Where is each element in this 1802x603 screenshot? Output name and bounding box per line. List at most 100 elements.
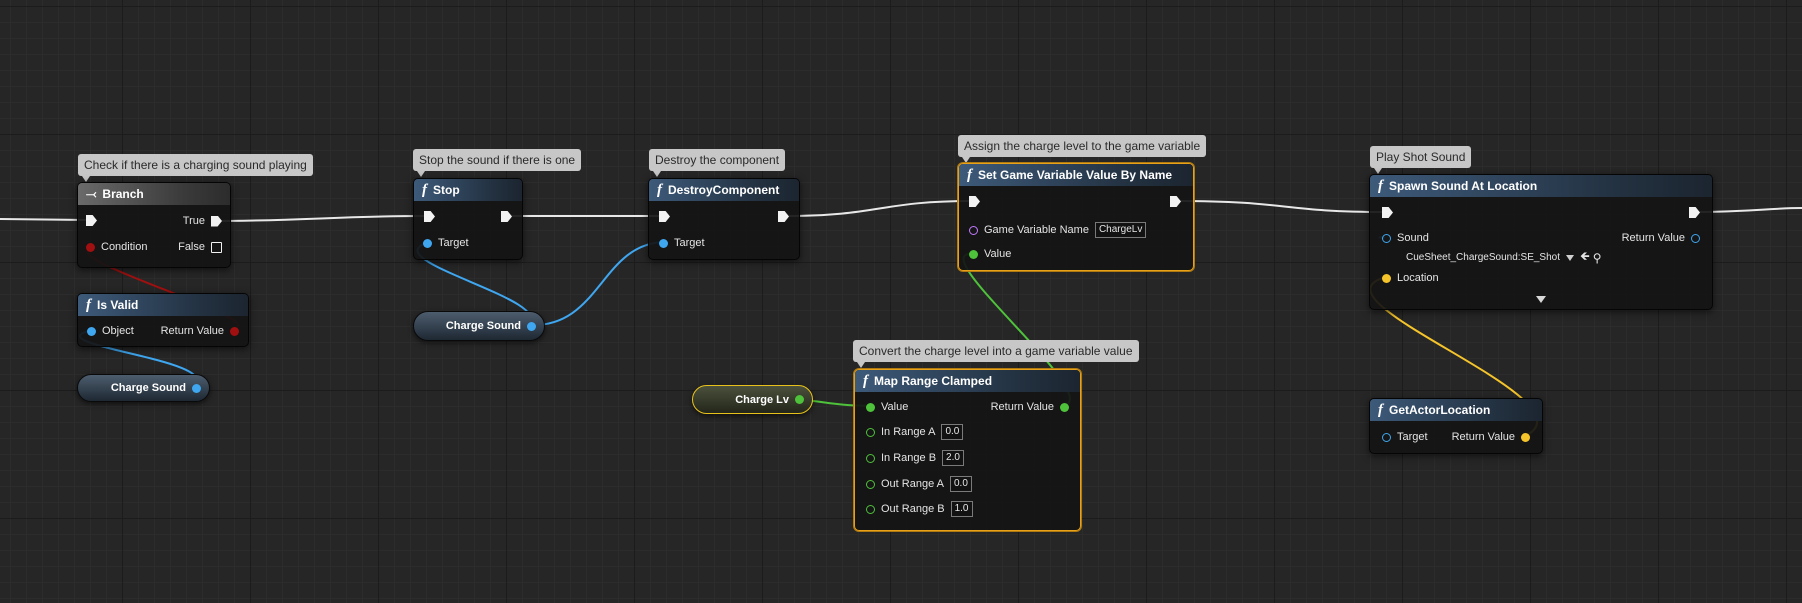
float-pin-icon: [866, 453, 875, 463]
map-in-b-input[interactable]: 2.0: [942, 450, 964, 466]
stop-exec-in-pin[interactable]: [424, 211, 435, 222]
spawn-sound-asset-picker[interactable]: CueSheet_ChargeSound:SE_Shot 🡸 ⚲: [1406, 247, 1602, 268]
browse-search-icon[interactable]: ⚲: [1592, 250, 1602, 265]
stop-target-pin[interactable]: Target: [423, 237, 469, 249]
vector-pin-icon: [1382, 273, 1391, 283]
destroy-target-pin[interactable]: Target: [659, 237, 705, 249]
use-selected-arrow-icon[interactable]: 🡸: [1580, 249, 1590, 263]
stop-node[interactable]: f Stop Target: [413, 178, 523, 260]
spawn-exec-out-pin[interactable]: [1689, 207, 1700, 218]
exec-pin-icon: [424, 211, 435, 222]
dropdown-arrow-icon[interactable]: [1566, 254, 1575, 261]
destroy-component-node[interactable]: f DestroyComponent Target: [648, 178, 800, 260]
map-value-pin[interactable]: Value: [866, 401, 908, 413]
destroy-exec-in-pin[interactable]: [659, 211, 670, 222]
map-out-b-input[interactable]: 1.0: [950, 501, 973, 517]
map-return-pin[interactable]: Return Value: [991, 401, 1069, 413]
getloc-target-pin[interactable]: Target: [1382, 431, 1428, 443]
branch-icon: ⤙: [86, 186, 97, 201]
charge-lv-variable-label: Charge Lv: [735, 393, 789, 406]
branch-exec-in-pin[interactable]: [86, 215, 97, 226]
set-game-variable-node[interactable]: f Set Game Variable Value By Name Game V…: [958, 163, 1194, 271]
destroy-node-header[interactable]: f DestroyComponent: [649, 179, 799, 201]
setvar-name-label: Game Variable Name: [984, 224, 1089, 236]
float-pin-icon: [866, 427, 875, 437]
spawn-exec-in-pin[interactable]: [1382, 207, 1393, 218]
isvalid-node-header[interactable]: f Is Valid: [78, 294, 248, 316]
map-in-b-pin[interactable]: In Range B 2.0: [866, 450, 964, 466]
setvar-name-input[interactable]: ChargeLv: [1094, 222, 1147, 238]
exec-pin-icon: [501, 211, 512, 222]
object-pin-icon[interactable]: [527, 321, 536, 331]
stop-node-title: Stop: [433, 183, 460, 197]
comment-map[interactable]: Convert the charge level into a game var…: [853, 340, 1139, 368]
spawn-location-pin[interactable]: Location: [1382, 272, 1439, 284]
map-node-header[interactable]: f Map Range Clamped: [855, 370, 1080, 392]
charge-lv-variable[interactable]: Charge Lv: [692, 385, 813, 414]
function-icon: f: [863, 372, 868, 389]
float-pin-icon: [866, 479, 875, 489]
comment-stop[interactable]: Stop the sound if there is one: [413, 149, 582, 177]
spawn-sound-pin[interactable]: Sound: [1382, 232, 1429, 244]
branch-node-header[interactable]: ⤙ Branch: [78, 183, 230, 205]
exec-pin-icon: [778, 211, 789, 222]
spawn-sound-asset-value: CueSheet_ChargeSound:SE_Shot: [1406, 252, 1561, 263]
destroy-target-label: Target: [674, 237, 705, 249]
branch-false-pin[interactable]: False: [178, 241, 222, 253]
branch-true-pin[interactable]: True: [183, 215, 222, 227]
branch-node[interactable]: ⤙ Branch Condition True False: [77, 182, 231, 268]
get-actor-location-node[interactable]: f GetActorLocation Target Return Value: [1369, 398, 1543, 454]
destroy-exec-out-pin[interactable]: [778, 211, 789, 222]
charge-sound-variable-1[interactable]: Charge Sound: [77, 374, 210, 402]
getloc-return-pin[interactable]: Return Value: [1452, 431, 1530, 443]
isvalid-return-label: Return Value: [160, 325, 224, 337]
setvar-name-pin[interactable]: Game Variable Name ChargeLv: [969, 222, 1147, 238]
comment-branch[interactable]: Check if there is a charging sound playi…: [78, 154, 313, 182]
spawn-return-label: Return Value: [1621, 232, 1685, 244]
exec-pin-icon: [211, 241, 222, 253]
function-icon: f: [1378, 177, 1383, 194]
map-range-clamped-node[interactable]: f Map Range Clamped Value Return Value I…: [854, 369, 1081, 531]
charge-sound-variable-2[interactable]: Charge Sound: [413, 311, 545, 341]
spawn-return-pin[interactable]: Return Value: [1622, 232, 1700, 244]
map-return-label: Return Value: [990, 401, 1054, 413]
stop-node-header[interactable]: f Stop: [414, 179, 522, 201]
setvar-value-pin[interactable]: Value: [969, 248, 1011, 260]
map-out-b-pin[interactable]: Out Range B 1.0: [866, 501, 973, 517]
map-node-title: Map Range Clamped: [874, 374, 993, 388]
object-pin-icon[interactable]: [192, 383, 201, 393]
getloc-node-header[interactable]: f GetActorLocation: [1370, 399, 1542, 421]
isvalid-node[interactable]: f Is Valid Object Return Value: [77, 293, 249, 347]
charge-sound-variable-label: Charge Sound: [110, 382, 186, 394]
float-pin-icon[interactable]: [795, 395, 804, 404]
comment-destroy[interactable]: Destroy the component: [649, 149, 786, 177]
object-pin-icon: [1382, 432, 1391, 442]
spawn-node-header[interactable]: f Spawn Sound At Location: [1370, 175, 1712, 197]
setvar-exec-out-pin[interactable]: [1170, 196, 1181, 207]
branch-condition-pin[interactable]: Condition: [86, 241, 147, 253]
map-in-b-label: In Range B: [881, 452, 937, 464]
branch-false-label: False: [178, 241, 205, 253]
map-out-a-input[interactable]: 0.0: [950, 476, 972, 492]
charge-sound-variable-label: Charge Sound: [445, 320, 521, 332]
isvalid-object-label: Object: [102, 325, 134, 337]
stop-exec-out-pin[interactable]: [501, 211, 512, 222]
comment-setvar[interactable]: Assign the charge level to the game vari…: [958, 135, 1207, 163]
map-out-b-label: Out Range B: [881, 503, 945, 515]
setvar-exec-in-pin[interactable]: [969, 196, 980, 207]
map-in-a-input[interactable]: 0.0: [941, 424, 964, 440]
function-icon: f: [967, 166, 972, 183]
spawn-sound-node[interactable]: f Spawn Sound At Location Sound CueSheet…: [1369, 174, 1713, 310]
comment-spawn[interactable]: Play Shot Sound: [1370, 146, 1472, 174]
expand-advanced-arrow-icon[interactable]: [1536, 296, 1546, 303]
setvar-node-title: Set Game Variable Value By Name: [978, 168, 1173, 182]
isvalid-return-pin[interactable]: Return Value: [161, 325, 239, 337]
float-pin-icon: [866, 504, 875, 514]
exec-pin-icon: [1382, 207, 1393, 218]
isvalid-object-pin[interactable]: Object: [87, 325, 134, 337]
setvar-node-header[interactable]: f Set Game Variable Value By Name: [959, 164, 1193, 186]
exec-wire-setvar-spawn: [1176, 200, 1387, 213]
